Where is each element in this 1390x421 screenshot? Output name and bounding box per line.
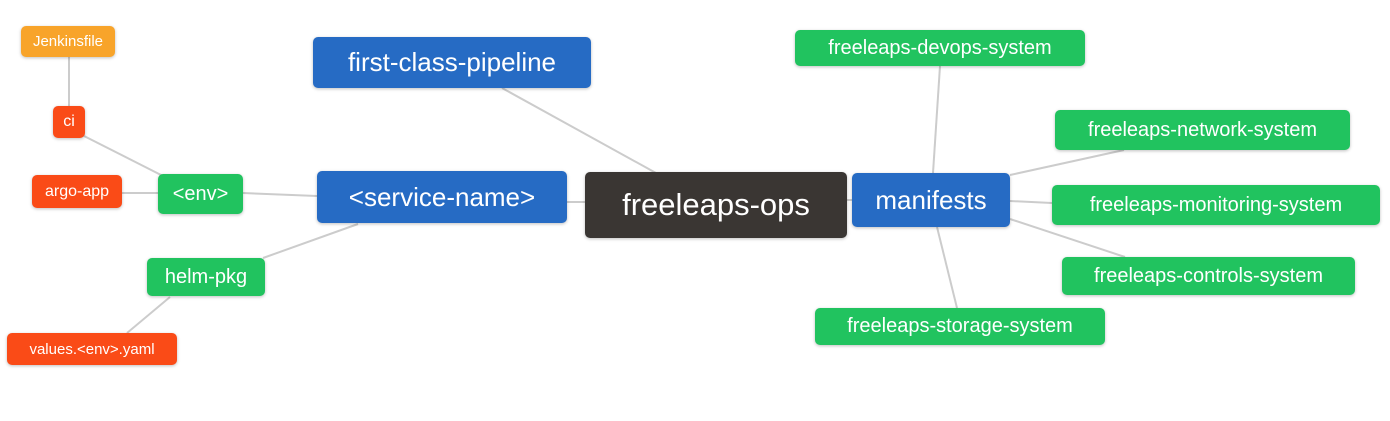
node-ci[interactable]: ci — [53, 106, 85, 138]
edge-env-service-name — [242, 192, 318, 197]
node-first-class-pipeline[interactable]: first-class-pipeline — [313, 37, 591, 88]
node-freeleaps-monitoring-system[interactable]: freeleaps-monitoring-system — [1052, 185, 1380, 225]
edge-values-yaml-helm-pkg — [126, 296, 171, 334]
edge-manifests-storage — [936, 226, 958, 309]
node-values-env-yaml[interactable]: values.<env>.yaml — [7, 333, 177, 365]
edge-manifests-devops — [932, 65, 941, 174]
edge-manifests-network — [1009, 149, 1125, 176]
node-env[interactable]: <env> — [158, 174, 243, 214]
node-freeleaps-ops-root[interactable]: freeleaps-ops — [585, 172, 847, 238]
edge-manifests-monitoring — [1009, 200, 1053, 204]
node-freeleaps-controls-system[interactable]: freeleaps-controls-system — [1062, 257, 1355, 295]
edge-helm-pkg-service-name — [262, 223, 359, 259]
edge-ci-env — [83, 135, 164, 177]
node-freeleaps-network-system[interactable]: freeleaps-network-system — [1055, 110, 1350, 150]
node-helm-pkg[interactable]: helm-pkg — [147, 258, 265, 296]
edge-manifests-controls — [1009, 218, 1126, 258]
node-freeleaps-storage-system[interactable]: freeleaps-storage-system — [815, 308, 1105, 345]
node-service-name[interactable]: <service-name> — [317, 171, 567, 223]
node-manifests[interactable]: manifests — [852, 173, 1010, 227]
node-freeleaps-devops-system[interactable]: freeleaps-devops-system — [795, 30, 1085, 66]
node-jenkinsfile[interactable]: Jenkinsfile — [21, 26, 115, 57]
node-argo-app[interactable]: argo-app — [32, 175, 122, 208]
edge-pipeline-root — [501, 87, 657, 174]
